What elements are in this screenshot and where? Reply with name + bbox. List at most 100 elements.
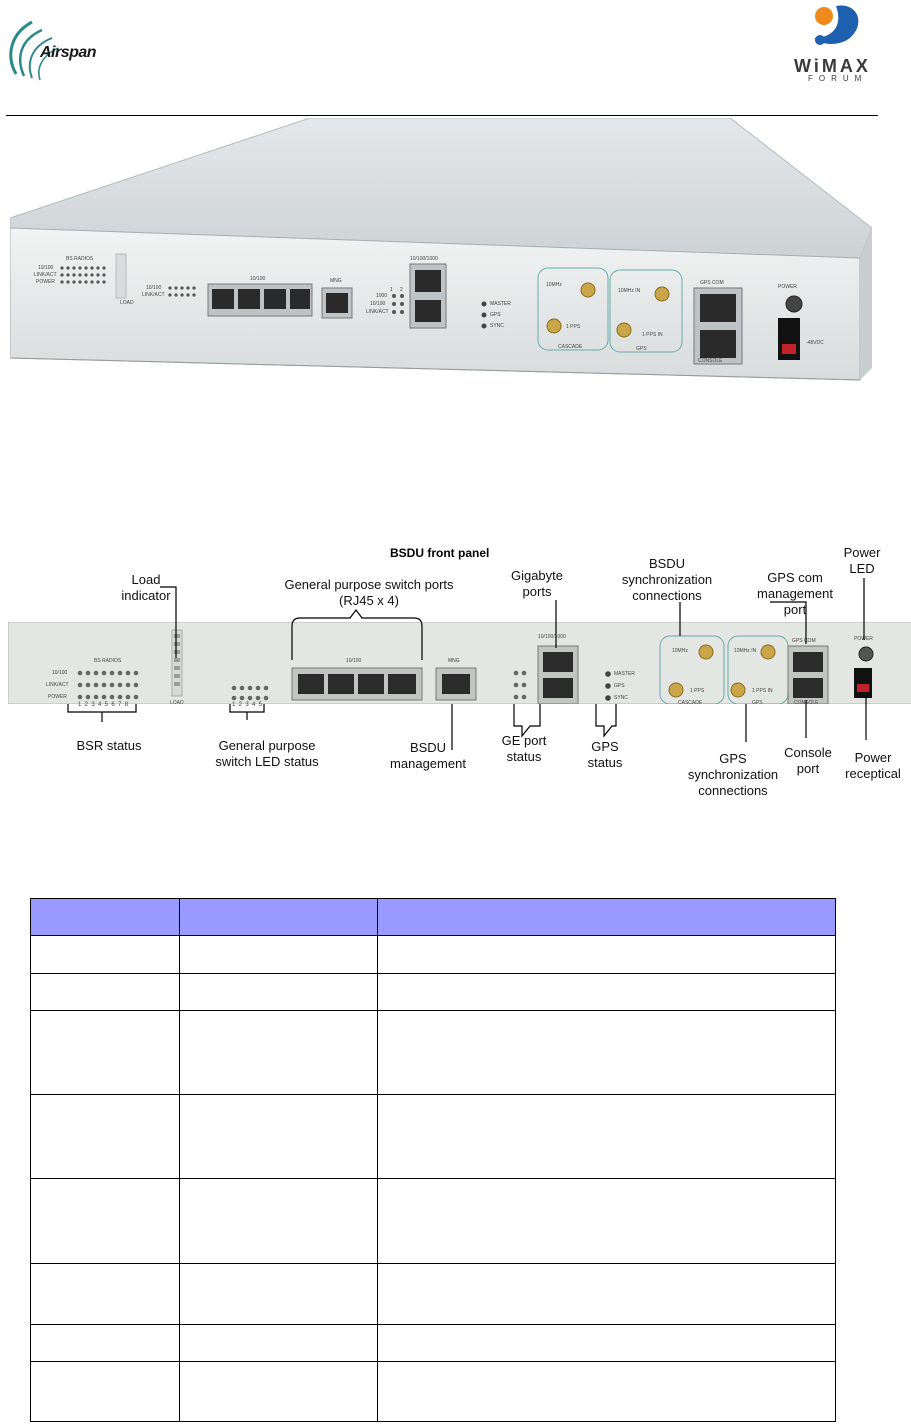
photo-sw-group-label: 10/100 [250, 276, 266, 282]
photo-console-label: CONSOLE [698, 358, 723, 364]
panel-bs-radios-label: BS RADIOS [94, 658, 122, 664]
table-cell [30, 935, 180, 974]
photo-ge-10100-label: 10/100 [370, 301, 386, 307]
callout-lines [67, 578, 867, 750]
bsdu-photo: BS RADIOS 10/100 LINK/ACT POWER LOAD 10/… [9, 117, 873, 388]
photo-10mhz-in-label: 10MHz IN [618, 288, 641, 294]
photo-ge-1000-label: 1000 [376, 293, 388, 299]
table-row [30, 1324, 836, 1362]
panel-sw-numbers: 1 2 3 4 5 [232, 702, 263, 708]
callout-power-led: Power LED [843, 545, 881, 576]
panel-load-label: LOAD [170, 700, 184, 706]
photo-gps-com-label: GPS COM [700, 280, 724, 286]
panel-mng-label: MNG [448, 658, 460, 664]
panel-sync-label: SYNC [614, 695, 628, 701]
photo-1pps-in-label: 1 PPS IN [642, 332, 663, 338]
table-cell [30, 1010, 180, 1095]
table-cell [30, 898, 180, 936]
table-cell [30, 973, 180, 1011]
table-cell [377, 1263, 836, 1325]
photo-ge-1-label: 1 [390, 287, 393, 293]
bsdu-chassis-illustration [9, 117, 873, 381]
table-cell [377, 898, 836, 936]
photo-master-label: MASTER [490, 301, 511, 307]
callout-ge-port-status: GE port status [501, 733, 547, 764]
table-header-row [30, 898, 836, 936]
panel-1pps-label: 1 PPS [690, 688, 705, 694]
forum-wordmark: FORUM [808, 74, 868, 83]
callout-gigabyte-ports: Gigabyte ports [510, 568, 564, 599]
panel-1pps-in-label: 1 PPS IN [752, 688, 773, 694]
wimax-wordmark: WiMAX [794, 56, 871, 76]
table-cell [30, 1361, 180, 1422]
table-cell [179, 1178, 378, 1264]
table-cell [179, 1361, 378, 1422]
table-row [30, 1361, 836, 1422]
panel-master-label: MASTER [614, 671, 635, 677]
panel-10mhz-label: 10MHz [672, 648, 688, 654]
header-divider [6, 115, 878, 116]
callout-load-indicator: Load indicator [121, 572, 171, 603]
panel-gps-com-label: GPS COM [792, 638, 816, 644]
callout-power-receptical: Power receptical [845, 750, 901, 781]
table-cell [30, 1094, 180, 1179]
panel-cascade-label: CASCADE [678, 700, 703, 706]
callout-gp-switch-led: General purpose switch LED status [215, 738, 319, 769]
callout-gps-status: GPS status [587, 739, 623, 770]
table-row [30, 1263, 836, 1325]
airspan-wordmark: Airspan [40, 44, 97, 61]
table-row [30, 973, 836, 1011]
callout-gps-sync: GPS synchronization connections [687, 751, 779, 798]
table-cell [179, 973, 378, 1011]
photo-row-linkact-label: LINK/ACT [34, 272, 57, 278]
table-cell [179, 1324, 378, 1362]
panel-gps-group-label: GPS [752, 700, 763, 706]
callout-bsdu-mgmt: BSDU management [390, 740, 466, 771]
front-panel-illustration [7, 621, 911, 705]
table-row [30, 935, 836, 974]
table-cell [30, 1263, 180, 1325]
callout-bsr-status: BSR status [76, 738, 142, 753]
description-table [30, 898, 836, 1422]
table-row [30, 1010, 836, 1095]
photo-load-label: LOAD [120, 300, 134, 306]
table-cell [377, 935, 836, 974]
table-cell [179, 1010, 378, 1095]
panel-row-10-100-label: 10/100 [52, 670, 68, 676]
table-row [30, 1094, 836, 1179]
table-cell [179, 898, 378, 936]
table-cell [377, 1094, 836, 1179]
panel-ge-top-label: 10/100/1000 [538, 634, 566, 640]
panel-row-linkact-label: LINK/ACT [46, 682, 69, 688]
photo-ge-top-label: 10/100/1000 [410, 256, 438, 262]
photo-ge-2-label: 2 [400, 287, 403, 293]
callout-gps-com-mgmt: GPS com management port [757, 570, 833, 617]
panel-row-power-label: POWER [48, 694, 67, 700]
table-cell [377, 1178, 836, 1264]
photo-row-power-label: POWER [36, 279, 55, 285]
photo-row-10-100-label: 10/100 [38, 265, 54, 271]
photo-cascade-label: CASCADE [558, 344, 583, 350]
table-row [30, 1178, 836, 1264]
airspan-swoosh-icon [9, 20, 59, 81]
table-cell [30, 1178, 180, 1264]
photo-ge-linkact-label: LINK/ACT [366, 309, 389, 315]
table-cell [377, 973, 836, 1011]
photo-sw-10-100-label: 10/100 [146, 285, 162, 291]
airspan-logo [2, 12, 112, 92]
panel-title: BSDU front panel [390, 546, 490, 560]
wimax-logo [800, 2, 870, 54]
table-cell [377, 1010, 836, 1095]
photo-bs-radios-label: BS RADIOS [66, 256, 94, 262]
photo-sw-linkact-label: LINK/ACT [142, 292, 165, 298]
callout-bsdu-sync: BSDU synchronization connections [621, 556, 713, 603]
photo-gps-group-label: GPS [636, 346, 647, 352]
photo-gps-label: GPS [490, 312, 501, 318]
callout-console-port: Console port [784, 745, 832, 776]
panel-radio-numbers: 1 2 3 4 5 6 7 8 [78, 702, 129, 708]
table-cell [377, 1324, 836, 1362]
photo-power-label: POWER [778, 284, 797, 290]
photo-1pps-label: 1 PPS [566, 324, 581, 330]
callout-gp-switch-ports: General purpose switch ports (RJ45 x 4) [284, 577, 454, 608]
table-cell [179, 935, 378, 974]
